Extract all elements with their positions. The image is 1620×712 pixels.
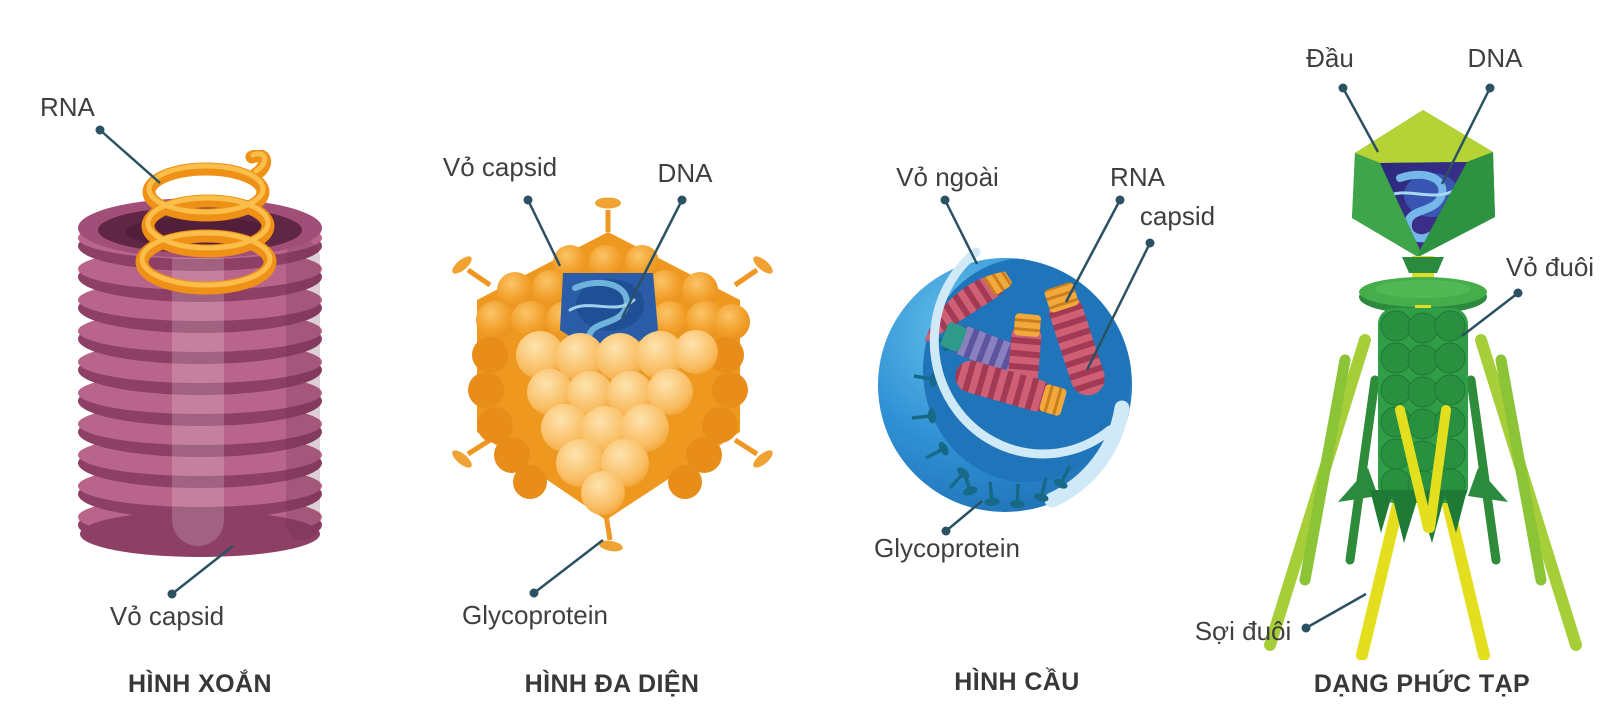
- label-capsid-polyhedral: Vỏ capsid: [442, 152, 558, 182]
- phage-head: [1352, 110, 1495, 257]
- capsid-cylinder: [78, 198, 322, 557]
- polyhedral-virus-illustration: [452, 197, 773, 552]
- label-envelope-sphere: Vỏ ngoài: [896, 162, 999, 192]
- rna-spiral: [135, 150, 277, 295]
- label-capsid-sphere: capsid: [1139, 201, 1216, 231]
- tail-sheath: [1378, 305, 1468, 503]
- bacteriophage-illustration: [1264, 110, 1582, 660]
- label-capsid-helical: Vỏ capsid: [109, 601, 225, 631]
- label-head-phage: Đầu: [1306, 43, 1354, 73]
- label-glyco-polyhedral: Glycoprotein: [462, 600, 608, 630]
- spherical-virus-illustration: [878, 247, 1132, 512]
- label-dna-phage: DNA: [1467, 43, 1523, 73]
- envelope-body: [878, 247, 1132, 512]
- label-rna-sphere: RNA: [1110, 162, 1165, 192]
- panel-title-polyhedral: HÌNH ĐA DIỆN: [524, 670, 700, 698]
- helical-virus-illustration: [78, 150, 322, 557]
- label-fiber-phage: Sợi đuôi: [1194, 616, 1292, 646]
- label-glyco-sphere: Glycoprotein: [874, 533, 1020, 563]
- label-sheath-phage: Vỏ đuôi: [1505, 252, 1595, 282]
- collar: [1359, 256, 1487, 314]
- panel-title-helical: HÌNH XOẮN: [128, 670, 272, 698]
- base-plate: [1338, 468, 1508, 543]
- label-rna-helical: RNA: [40, 92, 95, 122]
- panel-title-spherical: HÌNH CẦU: [954, 668, 1080, 696]
- capsid-rim: [929, 247, 1130, 508]
- inner-tail-fibers: [1395, 405, 1451, 533]
- capsid-shell: [468, 232, 750, 520]
- label-dna-polyhedral: DNA: [657, 158, 713, 188]
- panel-title-complex: DẠNG PHỨC TẠP: [1313, 670, 1531, 698]
